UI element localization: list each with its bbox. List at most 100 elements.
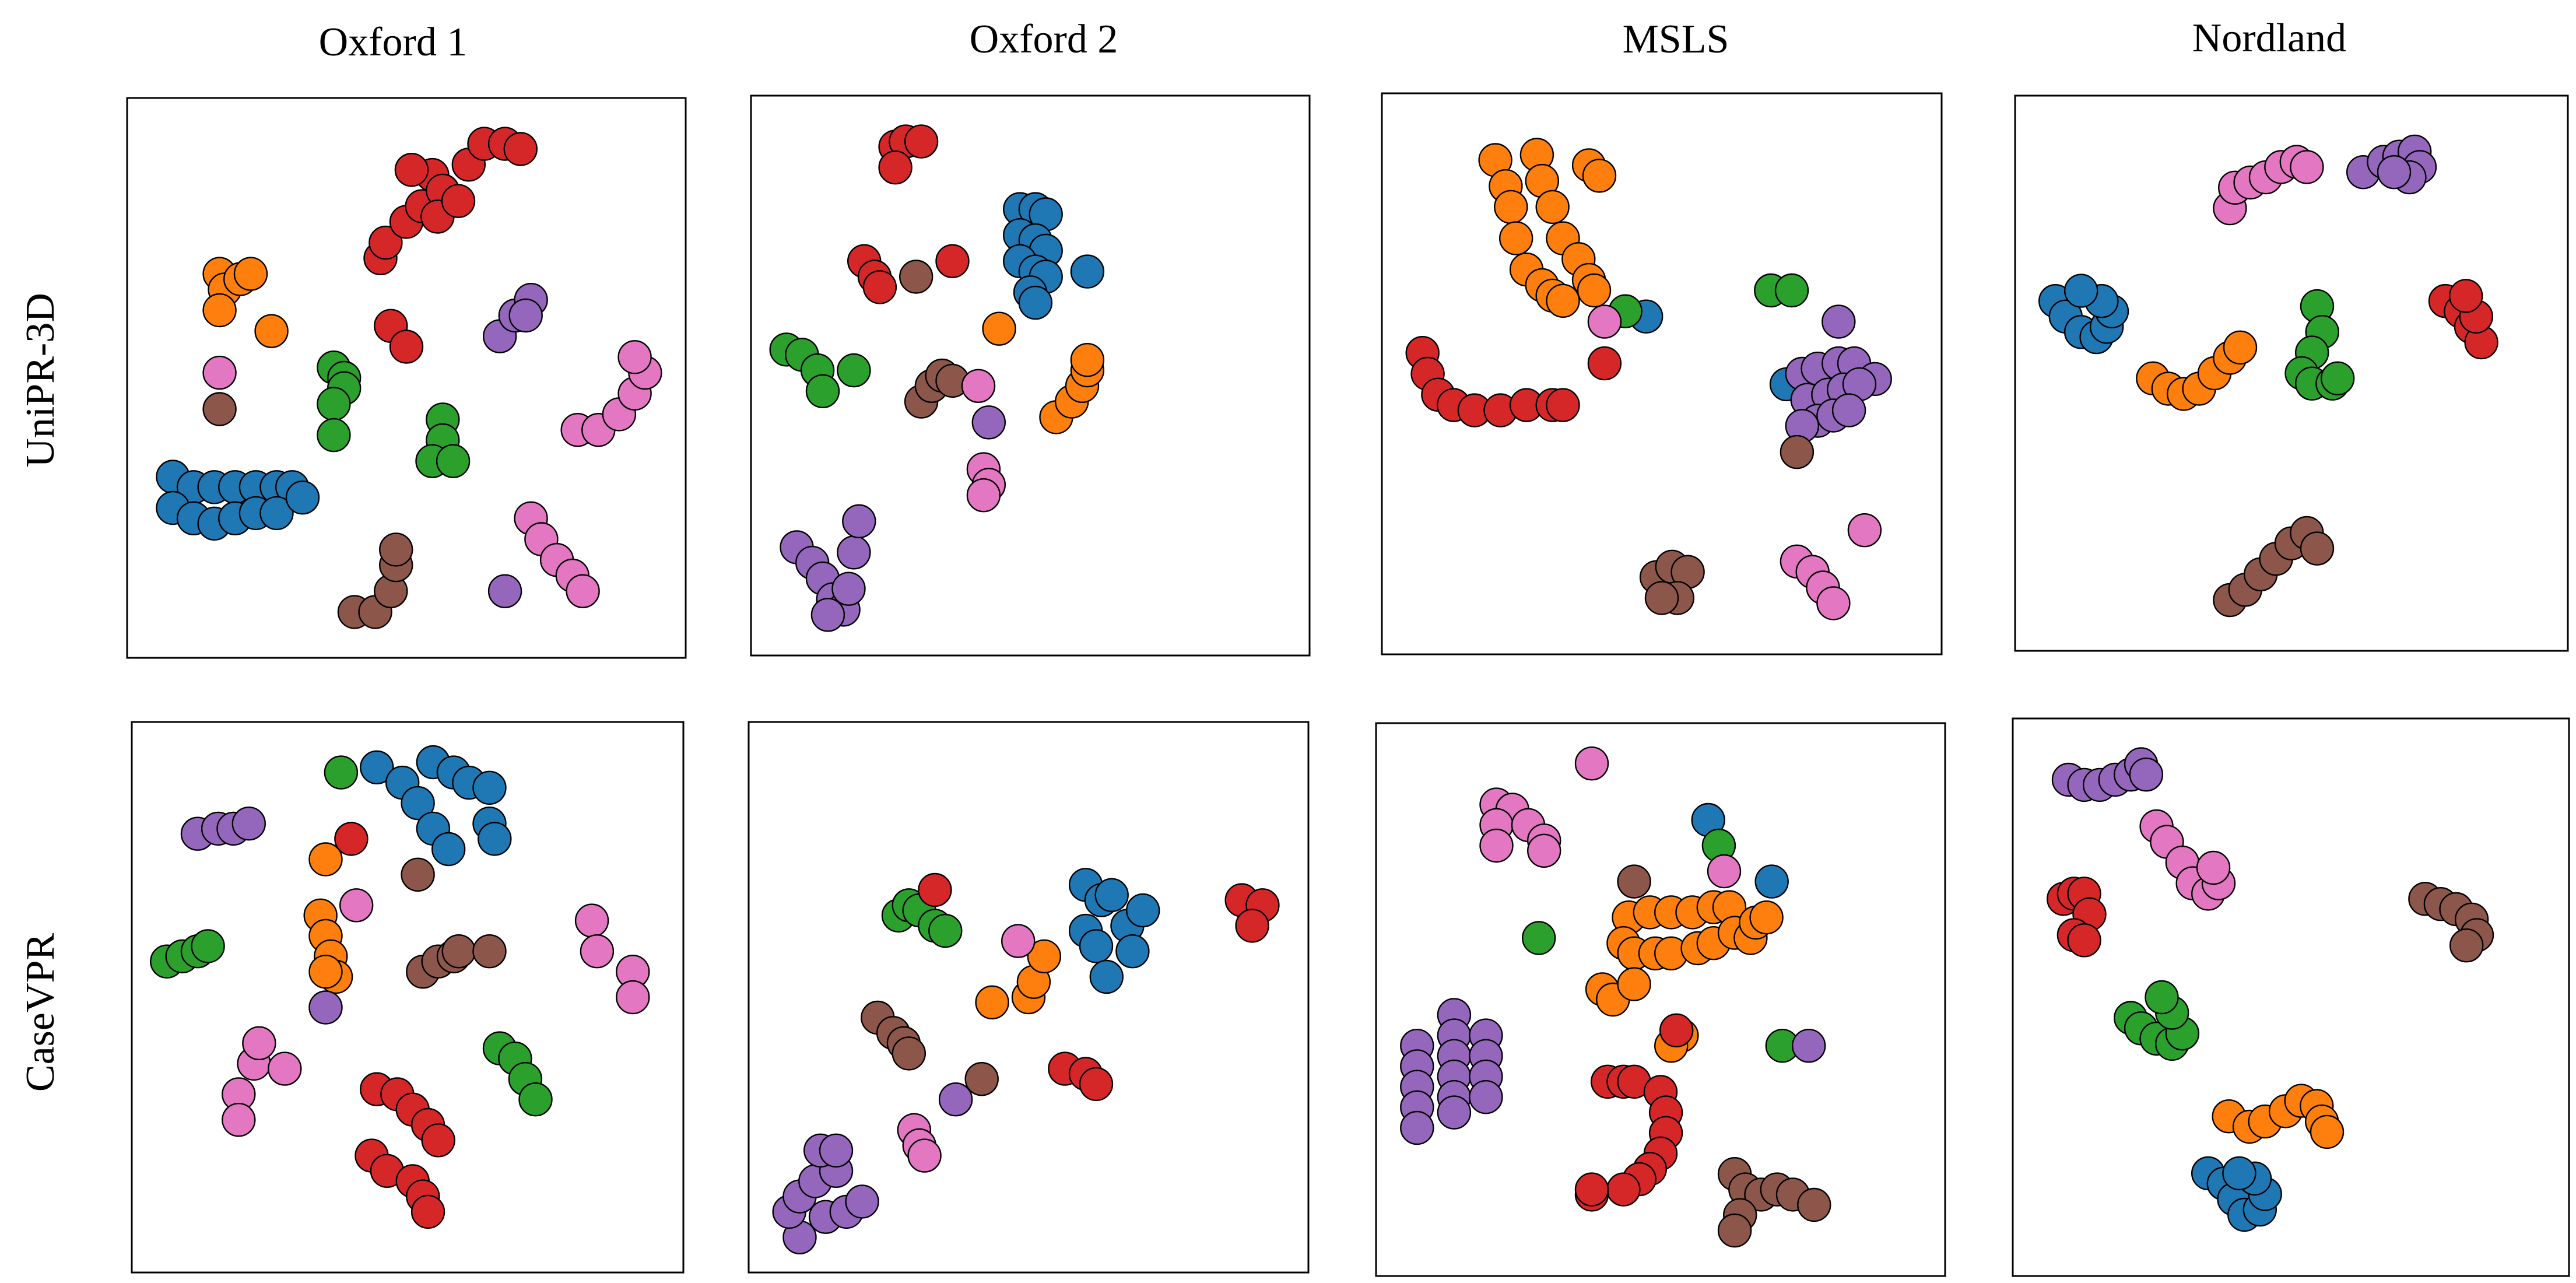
scatter-point-green-0	[324, 755, 359, 790]
row-label-casevpr: CaseVPR	[18, 933, 63, 1092]
scatter-point-blue-7	[2222, 1156, 2256, 1191]
panel-unipr-3d-nordland	[2014, 94, 2569, 652]
scatter-point-blue-10	[478, 822, 512, 856]
scatter-point-purple-13	[1822, 304, 1856, 339]
scatter-point-blue-11	[1070, 254, 1105, 289]
scatter-point-orange-0	[308, 842, 343, 877]
scatter-point-orange-3	[1498, 221, 1533, 255]
scatter-point-blue-8	[472, 770, 507, 805]
scatter-point-purple-4	[1400, 1110, 1434, 1145]
scatter-point-red-6	[1235, 909, 1269, 943]
scatter-point-blue-7	[2063, 274, 2098, 308]
scatter-point-purple-6	[837, 535, 871, 570]
scatter-point-pink-0	[1001, 924, 1036, 958]
scatter-point-red-7	[935, 244, 970, 278]
panel-unipr-3d-oxford-2	[750, 94, 1311, 657]
scatter-point-purple-11	[1831, 393, 1866, 427]
scatter-point-red-3	[1079, 1067, 1114, 1102]
scatter-point-red-12	[1574, 1172, 1609, 1207]
column-title-oxford-1: Oxford 1	[319, 20, 468, 65]
panel-unipr-3d-msls	[1381, 92, 1943, 655]
scatter-point-red-10	[1606, 1172, 1641, 1207]
scatter-point-purple-3	[231, 806, 266, 841]
scatter-point-pink-6	[2290, 150, 2324, 184]
scatter-point-red-0	[334, 822, 368, 856]
scatter-point-brown-5	[2449, 928, 2484, 963]
scatter-point-blue-10	[1018, 285, 1053, 320]
scatter-point-pink-0	[961, 369, 996, 403]
scatter-point-pink-7	[1526, 833, 1561, 868]
scatter-point-blue-0	[360, 750, 394, 785]
scatter-point-brown-4	[441, 934, 476, 969]
scatter-point-red-6	[862, 270, 897, 304]
scatter-point-green-3	[317, 387, 351, 421]
scatter-point-green-6	[2145, 980, 2179, 1015]
scatter-point-brown-5	[472, 934, 507, 969]
scatter-point-green-4	[317, 418, 351, 453]
scatter-point-pink-3	[907, 1138, 942, 1173]
scatter-point-green-8	[518, 1082, 553, 1117]
scatter-point-blue-3	[1079, 929, 1114, 963]
column-title-oxford-2: Oxford 2	[970, 17, 1118, 62]
scatter-point-purple-14	[1469, 1079, 1503, 1114]
scatter-point-red-10	[410, 1194, 445, 1229]
scatter-point-blue-4	[431, 832, 466, 867]
column-title-msls: MSLS	[1623, 17, 1729, 62]
scatter-point-red-0	[918, 872, 952, 907]
scatter-point-orange-14	[1577, 273, 1612, 308]
scatter-point-orange-7	[2310, 1114, 2345, 1149]
scatter-point-pink-0	[202, 355, 237, 390]
scatter-point-pink-2	[222, 1102, 256, 1137]
panel-casevpr-msls	[1375, 722, 1946, 1277]
scatter-point-red-10	[394, 153, 429, 187]
scatter-point-pink-4	[1479, 828, 1514, 863]
scatter-point-blue-12	[259, 496, 294, 531]
scatter-point-red-1	[368, 225, 403, 260]
panel-casevpr-nordland	[2012, 717, 2570, 1277]
scatter-point-brown-0	[202, 392, 237, 426]
scatter-point-pink-5	[1847, 513, 1882, 548]
scatter-point-red-5	[2067, 923, 2101, 958]
scatter-point-purple-10	[938, 1082, 973, 1117]
scatter-point-orange-7	[1546, 283, 1580, 318]
scatter-point-orange-5	[202, 293, 237, 328]
scatter-point-pink-11	[566, 574, 600, 608]
scatter-point-orange-18	[1617, 967, 1651, 1001]
scatter-point-pink-7	[580, 934, 615, 969]
scatter-point-green-4	[837, 353, 871, 388]
scatter-point-green-4	[191, 929, 225, 963]
scatter-point-purple-4	[308, 990, 343, 1025]
scatter-point-purple-9	[971, 405, 1006, 440]
scatter-point-purple-6	[2129, 757, 2164, 792]
scatter-point-pink-6	[2196, 850, 2231, 885]
scatter-point-brown-3	[892, 1036, 926, 1071]
scatter-point-red-14	[389, 329, 424, 364]
scatter-point-red-9	[503, 132, 538, 166]
scatter-point-brown-0	[401, 857, 435, 892]
row-label-unipr-3d: UniPR-3D	[18, 293, 63, 467]
scatter-point-orange-3	[1027, 939, 1062, 974]
scatter-point-blue-2	[401, 786, 435, 821]
scatter-point-blue-7	[1125, 893, 1160, 928]
scatter-point-orange-0	[975, 985, 1009, 1020]
scatter-point-red-9	[1587, 346, 1622, 381]
scatter-point-brown-5	[1644, 581, 1679, 615]
scatter-point-red-2	[904, 124, 939, 159]
scatter-point-blue-1	[1754, 864, 1789, 899]
scatter-point-purple-5	[831, 572, 866, 606]
scatter-point-red-12	[441, 184, 476, 218]
scatter-point-green-4	[928, 913, 963, 948]
panel-casevpr-oxford-2	[747, 721, 1310, 1274]
scatter-point-purple-7	[842, 504, 876, 538]
scatter-point-blue-13	[285, 481, 320, 515]
scatter-point-pink-4	[1816, 586, 1851, 621]
scatter-point-pink-8	[1707, 854, 1742, 889]
scatter-point-green-1	[1521, 921, 1556, 955]
scatter-point-orange-3	[233, 257, 268, 291]
scatter-point-pink-9	[616, 980, 650, 1015]
scatter-point-purple-15	[1791, 1028, 1826, 1063]
scatter-point-orange-6	[2223, 330, 2258, 364]
scatter-point-brown-0	[1780, 434, 1815, 469]
scatter-point-purple-9	[845, 1184, 879, 1219]
scatter-point-orange-5	[1070, 343, 1105, 377]
